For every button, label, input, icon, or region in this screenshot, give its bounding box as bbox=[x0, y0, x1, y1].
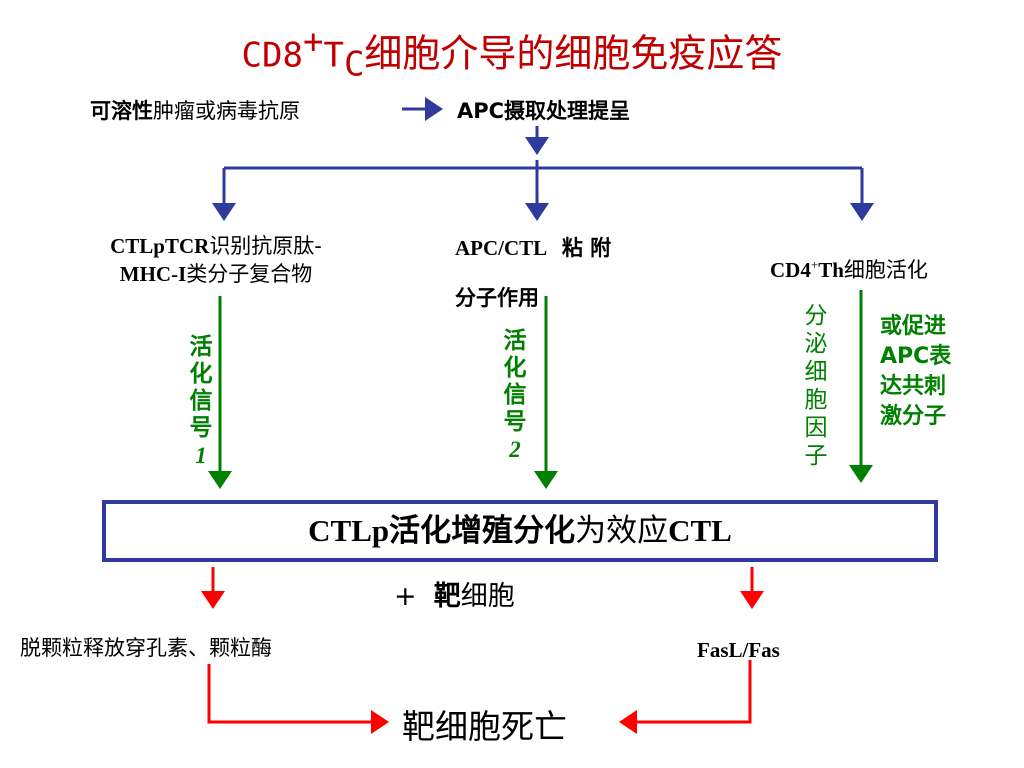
box-cjk: 为效应 bbox=[575, 513, 669, 549]
target-bold: 靶 bbox=[433, 581, 461, 612]
box-ctlp: CTLp bbox=[308, 513, 390, 548]
branch-right-label: CD4+Th细胞活化 bbox=[770, 254, 928, 284]
title-cd8: CD8 bbox=[241, 35, 303, 76]
box-ctl: CTL bbox=[668, 513, 732, 548]
costim-line3: 达共刺 bbox=[880, 374, 947, 399]
branch-right-sup: + bbox=[810, 257, 819, 272]
target-cell-label: + 靶细胞 bbox=[394, 574, 515, 613]
box-bold-cjk: 活化增殖分化 bbox=[389, 513, 576, 549]
costim-label: 或促进 APC表 达共刺 激分子 bbox=[880, 312, 951, 432]
branch-mid-latin: APC/CTL bbox=[455, 236, 548, 260]
costim-line2: APC表 bbox=[880, 344, 952, 369]
branch-left-label: CTLpTCR识别抗原肽- MHC-I类分子复合物 bbox=[66, 232, 366, 288]
target-death-label: 靶细胞死亡 bbox=[402, 707, 567, 746]
branch-right-cjk: 细胞活化 bbox=[843, 258, 928, 282]
signal-2-label: 活化信号 2 bbox=[500, 328, 530, 463]
signal-1-num: 1 bbox=[195, 443, 207, 468]
degranulation-label: 脱颗粒释放穿孔素、颗粒酶 bbox=[20, 636, 272, 660]
branch-left-cjk2: 类分子复合物 bbox=[186, 262, 313, 286]
signal-2-text: 活化信号 bbox=[503, 328, 527, 435]
apc-process-label: APC摄取处理提呈 bbox=[457, 99, 631, 123]
target-rest: 细胞 bbox=[460, 581, 515, 612]
arrow-red-right-to-death bbox=[619, 660, 752, 734]
target-plus: + bbox=[394, 581, 417, 612]
signal-1-text: 活化信号 bbox=[189, 334, 213, 441]
branch-mid-line1: APC/CTL 粘 附 bbox=[455, 232, 611, 262]
antigen-bold: 可溶性 bbox=[90, 99, 153, 123]
arrow-red-left-to-death bbox=[207, 664, 389, 734]
branch-mid-line2: 分子作用 bbox=[455, 286, 539, 310]
branch-left-latin2: MHC-I bbox=[119, 262, 187, 286]
title-sup: + bbox=[302, 22, 324, 62]
title-t: T bbox=[323, 35, 344, 76]
cytokine-label: 分泌细胞因子 bbox=[804, 303, 828, 469]
branch-left-cjk1: 识别抗原肽- bbox=[209, 234, 322, 258]
title-sub: C bbox=[343, 44, 365, 85]
branch-mid-cjk: 粘 附 bbox=[561, 236, 612, 260]
branch-right-cd4: CD4 bbox=[770, 258, 811, 282]
branch-right-th: Th bbox=[818, 258, 844, 282]
antigen-rest: 肿瘤或病毒抗原 bbox=[153, 99, 300, 123]
fasl-fas-label: FasL/Fas bbox=[697, 638, 780, 662]
costim-line4: 激分子 bbox=[880, 404, 947, 429]
title-suffix: 细胞介导的细胞免疫应答 bbox=[364, 31, 783, 76]
costim-line1: 或促进 bbox=[880, 314, 947, 339]
activation-box: CTLp活化增殖分化为效应CTL bbox=[102, 500, 938, 562]
branch-left-latin1: CTLpTCR bbox=[110, 234, 210, 258]
signal-2-num: 2 bbox=[509, 437, 521, 462]
signal-1-label: 活化信号 1 bbox=[186, 334, 216, 469]
antigen-label: 可溶性肿瘤或病毒抗原 bbox=[90, 95, 300, 125]
page-title: CD8+TC细胞介导的细胞免疫应答 bbox=[0, 22, 1024, 84]
